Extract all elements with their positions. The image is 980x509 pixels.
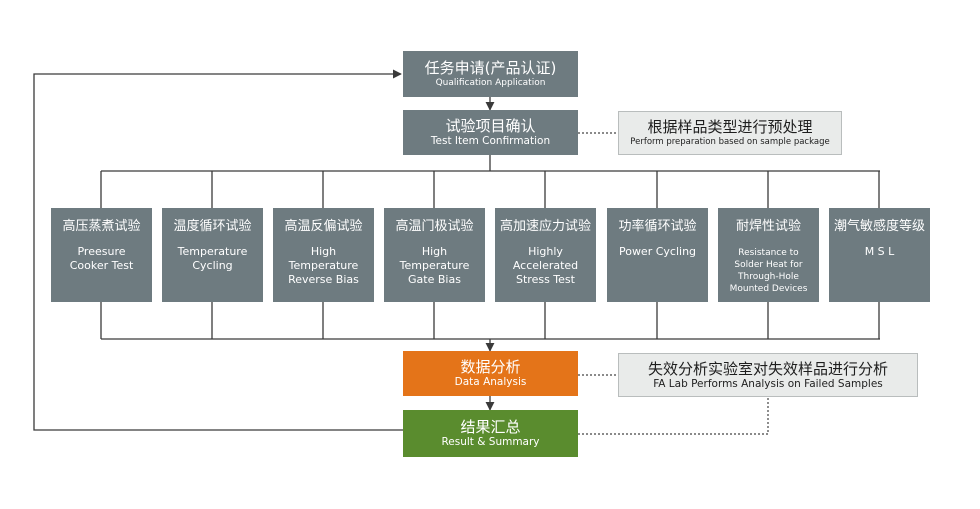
test-item-en-line: Temperature (177, 245, 248, 258)
preprocess-note-en: Perform preparation based on sample pack… (630, 137, 830, 147)
test-item-en-line: Highly (528, 245, 563, 258)
test-item-confirmation-box: 试验项目确认 Test Item Confirmation (403, 110, 578, 155)
test-item-en: Power Cycling (619, 245, 696, 259)
dotted-link-summary (578, 397, 769, 435)
fa-lab-note: 失效分析实验室对失效样品进行分析 FA Lab Performs Analysi… (618, 353, 918, 397)
test-item-en-line: High (310, 245, 337, 258)
test-item-en: M S L (865, 245, 895, 259)
result-summary-en: Result & Summary (441, 436, 540, 448)
test-item-en-line: Gate Bias (408, 273, 461, 286)
fa-lab-note-en: FA Lab Performs Analysis on Failed Sampl… (653, 377, 883, 390)
test-item-zh: 耐焊性试验 (735, 219, 801, 234)
test-item-en-line: High (421, 245, 448, 258)
test-item-en-line: Temperature (399, 259, 470, 272)
result-summary-box: 结果汇总 Result & Summary (403, 410, 578, 457)
preprocess-note: 根据样品类型进行预处理 Perform preparation based on… (618, 111, 842, 155)
test-item-en-line: Solder Heat for (734, 260, 803, 270)
qualification-application-box: 任务申请(产品认证) Qualification Application (403, 51, 578, 97)
test-item-en-line: Resistance to (738, 248, 799, 258)
test-item-en-line: Cooker Test (69, 259, 134, 272)
qualification-application-en: Qualification Application (435, 78, 546, 88)
test-item-zh: 功率循环试验 (618, 219, 697, 234)
test-item-zh: 高温反偏试验 (284, 219, 363, 234)
test-item-en-line: Stress Test (516, 273, 575, 286)
fa-lab-note-zh: 失效分析实验室对失效样品进行分析 (647, 359, 888, 378)
data-analysis-zh: 数据分析 (460, 358, 521, 376)
data-analysis-box: 数据分析 Data Analysis (403, 351, 578, 396)
test-item-zh: 高压蒸煮试验 (62, 219, 141, 234)
data-analysis-en: Data Analysis (454, 376, 527, 388)
test-item-en-line: Preesure (77, 245, 126, 258)
test-item-box: 潮气敏感度等级 M S L (829, 208, 930, 302)
test-item-en-line: Cycling (192, 259, 233, 272)
qualification-application-zh: 任务申请(产品认证) (424, 59, 557, 77)
test-item-en-line: Temperature (288, 259, 359, 272)
test-item-zh: 温度循环试验 (173, 219, 252, 234)
feedback-loop (33, 69, 403, 431)
preprocess-note-zh: 根据样品类型进行预处理 (647, 118, 813, 136)
test-item-en-line: Power Cycling (618, 245, 697, 258)
test-item-zh: 高加速应力试验 (499, 219, 591, 234)
test-item-confirmation-en: Test Item Confirmation (430, 135, 551, 147)
test-item-en-line: Through-Hole (738, 272, 799, 282)
test-item-en-line: M S L (864, 245, 895, 258)
test-item-box: 功率循环试验 Power Cycling (607, 208, 708, 302)
test-item-en-line: Reverse Bias (288, 273, 359, 286)
test-item-en-line: Mounted Devices (729, 284, 808, 294)
test-item-zh: 潮气敏感度等级 (833, 219, 925, 234)
test-item-confirmation-zh: 试验项目确认 (445, 117, 536, 135)
test-item-zh: 高温门极试验 (395, 219, 474, 234)
test-item-en-line: Accelerated (512, 259, 579, 272)
result-summary-zh: 结果汇总 (460, 418, 521, 436)
